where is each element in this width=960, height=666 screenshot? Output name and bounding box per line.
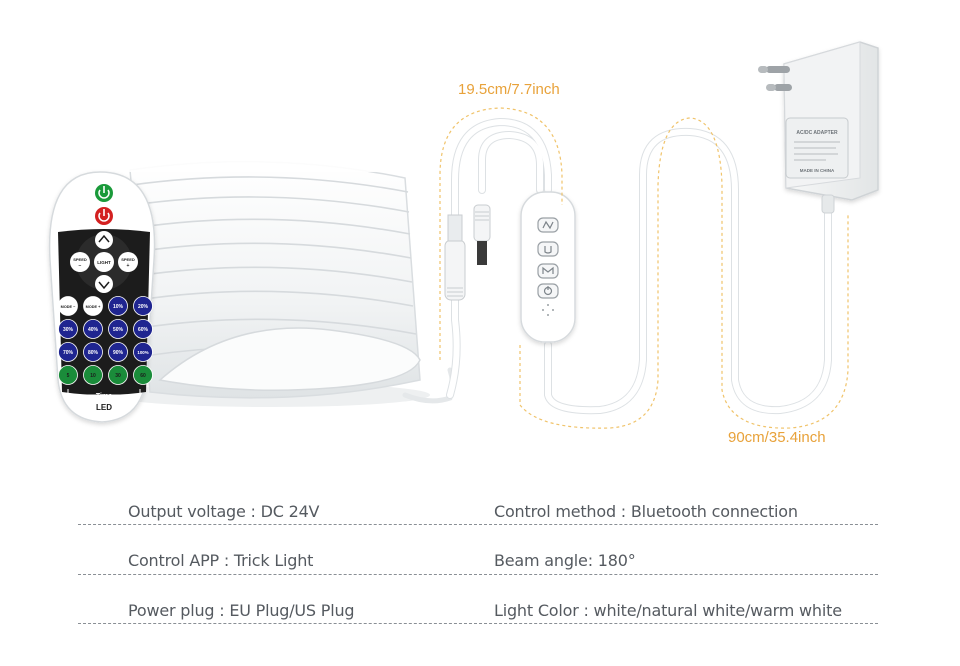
brightness-button-label: 70% — [63, 350, 74, 356]
brightness-button — [108, 319, 128, 339]
timer-button — [58, 365, 78, 385]
mode-icon — [537, 263, 559, 279]
brightness-button — [133, 319, 153, 339]
brightness-button-label: 80% — [88, 350, 99, 356]
remote-control: LIGHT SPEED − SPEED + MODE − MODE + 10% 20%… — [48, 171, 156, 423]
divider — [78, 524, 878, 525]
plug-pin-icon — [766, 66, 790, 73]
brightness-button-label: 20% — [138, 304, 149, 310]
spec-light-color: Light Color : white/natural white/warm w… — [494, 601, 842, 620]
speed-minus-label: SPEED — [73, 257, 87, 262]
timer-button-label: 10 — [90, 373, 96, 379]
mode-minus-button-label: MODE − — [61, 305, 76, 309]
brightness-button — [108, 296, 128, 316]
dimension-guides — [439, 107, 849, 429]
mic-dots-icon — [542, 304, 554, 316]
svg-text:+: + — [127, 263, 130, 269]
brightness-button — [133, 296, 153, 316]
svg-text:−: − — [79, 263, 82, 269]
brightness-button-label: 90% — [113, 350, 124, 356]
brightness-button — [133, 342, 153, 362]
power-adapter: AC/DC ADAPTER MADE IN CHINA — [758, 41, 879, 214]
inline-controller — [520, 191, 576, 343]
cable-length-label: 90cm/35.4inch — [728, 429, 826, 446]
adapter-label-origin: MADE IN CHINA — [800, 168, 835, 173]
divider — [78, 574, 878, 575]
brightness-button-label: 30% — [63, 327, 74, 333]
timer-button-label: 30 — [115, 373, 121, 379]
spec-output-voltage: Output voltage : DC 24V — [128, 502, 320, 521]
spec-control-method: Control method : Bluetooth connection — [494, 502, 798, 521]
brightness-button — [58, 319, 78, 339]
timer-button — [83, 365, 103, 385]
timer-button — [108, 365, 128, 385]
timer-label: Time — [96, 393, 112, 400]
dc-connectors — [444, 204, 491, 301]
light-button — [94, 252, 114, 272]
speed-plus-button — [118, 252, 138, 272]
mode-minus-button — [58, 296, 78, 316]
brightness-button — [83, 342, 103, 362]
brightness-button-label: 60% — [138, 327, 149, 333]
brightness-button-label: 10% — [113, 304, 124, 310]
brightness-button — [58, 342, 78, 362]
remote-keys: MODE − MODE + 10% 20% 30% 40% 50% 60% 70% 80% 90% 1… — [58, 296, 153, 385]
speed-plus-label: SPEED — [121, 257, 135, 262]
spec-control-app: Control APP : Trick Light — [128, 551, 314, 570]
timer-button — [133, 365, 153, 385]
brightness-button-label: 40% — [88, 327, 99, 333]
brightness-button — [108, 342, 128, 362]
cables — [446, 118, 832, 415]
brightness-button-label: 100% — [137, 350, 148, 355]
adapter-label-title: AC/DC ADAPTER — [796, 130, 838, 136]
light-label: LIGHT — [97, 260, 111, 265]
u-icon — [537, 241, 559, 257]
mode-plus-button — [83, 296, 103, 316]
neon-strip-coil — [110, 150, 455, 407]
speed-minus-button — [70, 252, 90, 272]
brightness-button-label: 50% — [113, 327, 124, 333]
spec-beam-angle: Beam angle: 180° — [494, 551, 636, 570]
spec-power-plug: Power plug : EU Plug/US Plug — [128, 601, 355, 620]
up-arrow-icon — [95, 231, 113, 249]
timer-button-label: 60 — [140, 373, 146, 379]
divider — [78, 623, 878, 624]
lead-length-label: 19.5cm/7.7inch — [458, 81, 560, 98]
remote-brand: LED — [96, 403, 112, 412]
timer-button-label: 5 — [67, 373, 70, 379]
power-icon — [537, 283, 559, 299]
down-arrow-icon — [95, 275, 113, 293]
mode-plus-button-label: MODE + — [86, 305, 101, 309]
brightness-button — [83, 319, 103, 339]
